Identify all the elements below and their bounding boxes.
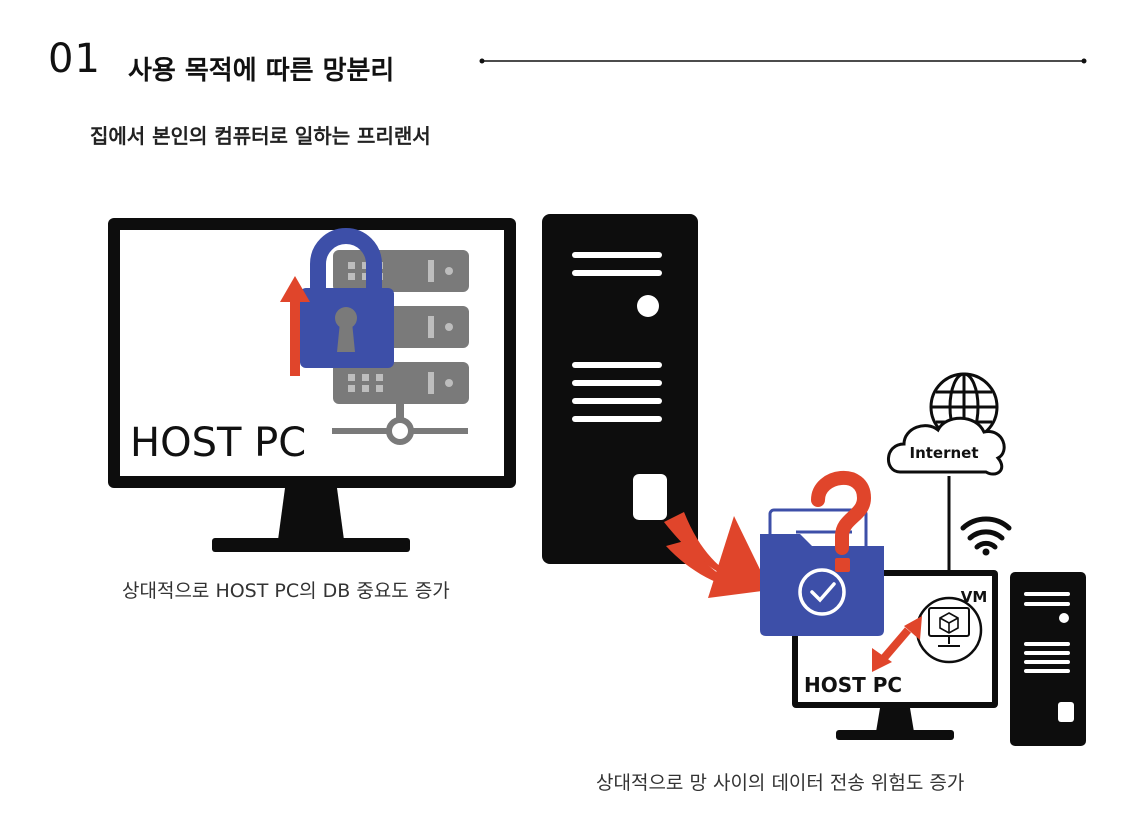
transfer-arrow-icon	[664, 512, 770, 598]
title-underline	[479, 58, 1087, 64]
section-number: 01	[48, 36, 101, 82]
lock-icon	[300, 228, 394, 368]
increase-arrow-icon	[280, 276, 310, 376]
right-caption: 상대적으로 망 사이의 데이터 전송 위험도 증가	[596, 772, 965, 794]
small-pc-tower	[1010, 572, 1086, 746]
left-caption: 상대적으로 HOST PC의 DB 중요도 증가	[122, 580, 450, 602]
section-subtitle: 집에서 본인의 컴퓨터로 일하는 프리랜서	[90, 124, 431, 148]
vm-label: VM	[961, 588, 988, 606]
question-mark-icon	[811, 470, 872, 572]
cloud-icon	[887, 416, 1006, 476]
host-pc-label: HOST PC	[130, 420, 306, 466]
internet-label: Internet	[909, 444, 978, 462]
vm-badge-icon	[915, 596, 983, 664]
section-title: 사용 목적에 따른 망분리	[128, 56, 395, 86]
folder-check-icon	[760, 508, 884, 636]
bidirectional-arrow-icon	[872, 616, 922, 672]
pc-tower	[542, 214, 698, 564]
wifi-icon	[960, 516, 1012, 556]
small-host-pc-label: HOST PC	[804, 673, 902, 697]
